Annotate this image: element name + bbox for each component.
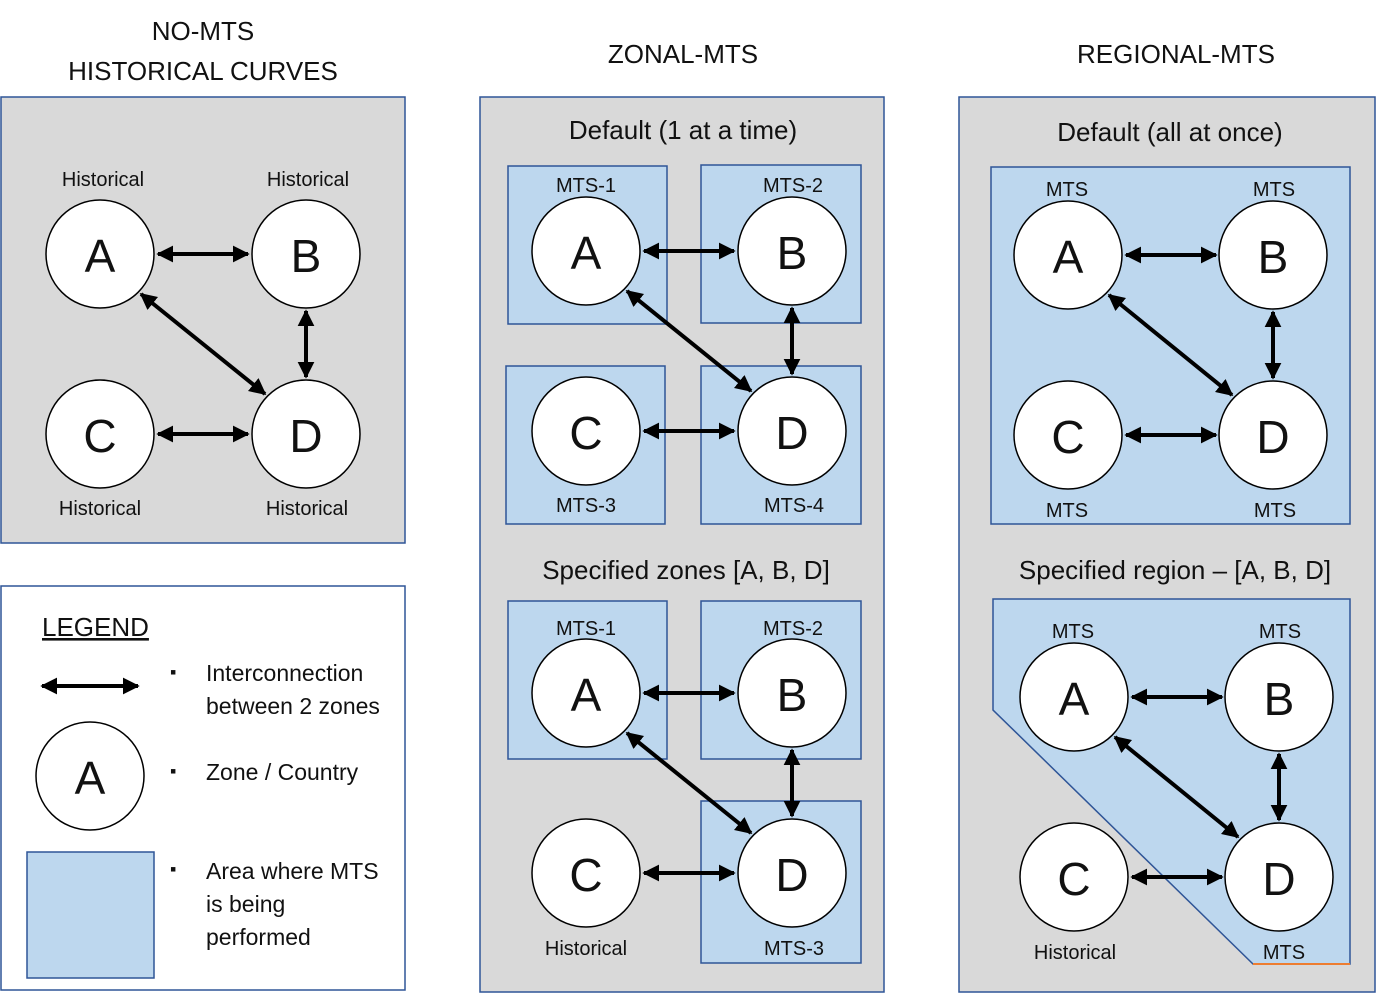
label-c: MTS bbox=[1046, 500, 1088, 522]
node-d: D bbox=[737, 818, 847, 928]
legend-area-line2: is being bbox=[206, 891, 285, 917]
node-letter: A bbox=[1053, 231, 1084, 283]
node-letter: D bbox=[289, 410, 322, 462]
node-b: B bbox=[737, 638, 847, 748]
node-c: C bbox=[531, 818, 641, 928]
zonal-specified-arrows bbox=[625, 684, 801, 882]
node-a: A bbox=[531, 638, 641, 748]
label-d: MTS bbox=[1263, 942, 1305, 964]
label-b: MTS bbox=[1253, 179, 1295, 201]
node-letter: D bbox=[1256, 411, 1289, 463]
arrow-a-d bbox=[625, 731, 753, 835]
arrow-a-d bbox=[1113, 735, 1240, 839]
node-letter: A bbox=[1059, 673, 1090, 725]
label-c: Historical bbox=[545, 938, 627, 960]
regional-specified-arrows bbox=[1113, 688, 1288, 886]
node-letter: C bbox=[83, 410, 116, 462]
node-b: B bbox=[1218, 200, 1328, 310]
arrow-a-d bbox=[139, 292, 267, 396]
label-c: Historical bbox=[1034, 942, 1116, 964]
node-letter: C bbox=[1051, 411, 1084, 463]
node-letter: A bbox=[571, 227, 602, 279]
regional-specified-title: Specified region – [A, B, D] bbox=[1019, 555, 1331, 585]
node-a: A bbox=[45, 199, 155, 309]
node-letter: B bbox=[777, 227, 808, 279]
label-d: MTS-4 bbox=[764, 495, 824, 517]
no-mts-arrows bbox=[139, 245, 315, 443]
zonal-panel: Default (1 at a time) A B C D MTS-1 MTS-… bbox=[479, 96, 885, 993]
legend-node-letter: A bbox=[75, 752, 106, 804]
node-a: A bbox=[531, 196, 641, 306]
label-b: MTS bbox=[1259, 621, 1301, 643]
legend-mts-area bbox=[26, 851, 155, 979]
node-letter: B bbox=[1264, 673, 1295, 725]
regional-mts-title: REGIONAL-MTS bbox=[1077, 39, 1275, 69]
arrow-a-d bbox=[1107, 293, 1234, 397]
node-letter: D bbox=[775, 849, 808, 901]
label-b: MTS-2 bbox=[763, 618, 823, 640]
zonal-specified-title: Specified zones [A, B, D] bbox=[542, 555, 830, 585]
label-b: Historical bbox=[267, 169, 349, 191]
label-a: MTS-1 bbox=[556, 618, 616, 640]
node-c: C bbox=[531, 376, 641, 486]
regional-default-arrows bbox=[1107, 246, 1282, 444]
label-a: MTS-1 bbox=[556, 175, 616, 197]
legend-interconnection-line1: Interconnection bbox=[206, 660, 363, 686]
arrow-a-d bbox=[625, 289, 753, 393]
legend-zone-label: Zone / Country bbox=[206, 759, 359, 785]
node-b: B bbox=[737, 196, 847, 306]
legend-title: LEGEND bbox=[42, 612, 149, 642]
node-letter: C bbox=[569, 849, 602, 901]
legend-bullet-1: ▪ bbox=[170, 662, 176, 682]
zonal-default-title: Default (1 at a time) bbox=[569, 115, 797, 145]
node-letter: B bbox=[1258, 231, 1289, 283]
node-a: A bbox=[1019, 642, 1129, 752]
legend-interconnection-line2: between 2 zones bbox=[206, 693, 380, 719]
node-letter: A bbox=[85, 230, 116, 282]
node-a: A bbox=[1013, 200, 1123, 310]
no-mts-panel: A B C D Historical Historical Historical… bbox=[0, 96, 406, 544]
node-c: C bbox=[45, 379, 155, 489]
legend-bullet-2: ▪ bbox=[170, 761, 176, 781]
label-d: MTS bbox=[1254, 500, 1296, 522]
label-d: MTS-3 bbox=[764, 938, 824, 960]
legend-area-line1: Area where MTS bbox=[206, 858, 379, 884]
node-letter: C bbox=[1057, 853, 1090, 905]
label-a: MTS bbox=[1046, 179, 1088, 201]
node-b: B bbox=[1224, 642, 1334, 752]
regional-default-title: Default (all at once) bbox=[1057, 117, 1282, 147]
label-c: MTS-3 bbox=[556, 495, 616, 517]
legend-area-line3: performed bbox=[206, 924, 311, 950]
node-c: C bbox=[1013, 380, 1123, 490]
node-d: D bbox=[737, 376, 847, 486]
node-d: D bbox=[1218, 380, 1328, 490]
node-letter: B bbox=[291, 230, 322, 282]
regional-panel: Default (all at once) A B C D MTS MTS MT… bbox=[958, 96, 1376, 993]
node-d: D bbox=[251, 379, 361, 489]
legend-node: A bbox=[35, 721, 145, 831]
label-c: Historical bbox=[59, 498, 141, 520]
zonal-mts-title: ZONAL-MTS bbox=[608, 39, 758, 69]
label-d: Historical bbox=[266, 498, 348, 520]
node-letter: C bbox=[569, 407, 602, 459]
zonal-default-arrows bbox=[625, 242, 801, 440]
label-b: MTS-2 bbox=[763, 175, 823, 197]
node-letter: B bbox=[777, 669, 808, 721]
legend: LEGEND ▪ Interconnection between 2 zones… bbox=[0, 585, 406, 991]
label-a: Historical bbox=[62, 169, 144, 191]
no-mts-title-line1: NO-MTS bbox=[152, 16, 255, 46]
node-letter: D bbox=[1262, 853, 1295, 905]
node-d: D bbox=[1224, 822, 1334, 932]
node-letter: D bbox=[775, 407, 808, 459]
label-a: MTS bbox=[1052, 621, 1094, 643]
node-c: C bbox=[1019, 822, 1129, 932]
legend-bullet-3: ▪ bbox=[170, 859, 176, 879]
node-b: B bbox=[251, 199, 361, 309]
node-letter: A bbox=[571, 669, 602, 721]
no-mts-title-line2: HISTORICAL CURVES bbox=[68, 56, 338, 86]
